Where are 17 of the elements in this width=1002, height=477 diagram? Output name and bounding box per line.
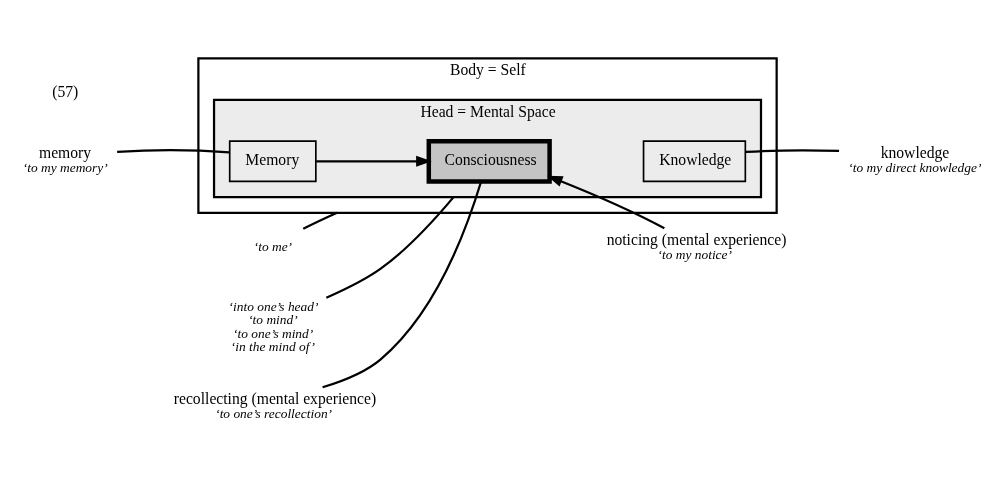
node-text: knowledge ‘to my direct knowledge’ [847,144,981,176]
node-text: noticing (mental experience) ‘to my notice’ [606,231,786,263]
connector [321,181,482,389]
node-text: recollecting (mental experience) ‘to one’s recollection’ [173,390,376,422]
arrow [315,155,432,167]
node-box: Memory [228,140,317,183]
arrow [546,175,665,230]
node-text: ‘to me’ [253,238,292,254]
node-text: memory ‘to my memory’ [22,144,108,176]
node-box: Consciousness [426,138,552,184]
connector [325,196,454,299]
node-box: Knowledge [642,140,746,183]
connector [116,149,230,154]
label: (57) [51,83,78,101]
connector [302,211,338,230]
node-text: ‘into one’s head’ ‘to mind’ ‘to one’s mind’ ‘in the mind of’ [228,298,318,355]
connector [744,149,839,154]
